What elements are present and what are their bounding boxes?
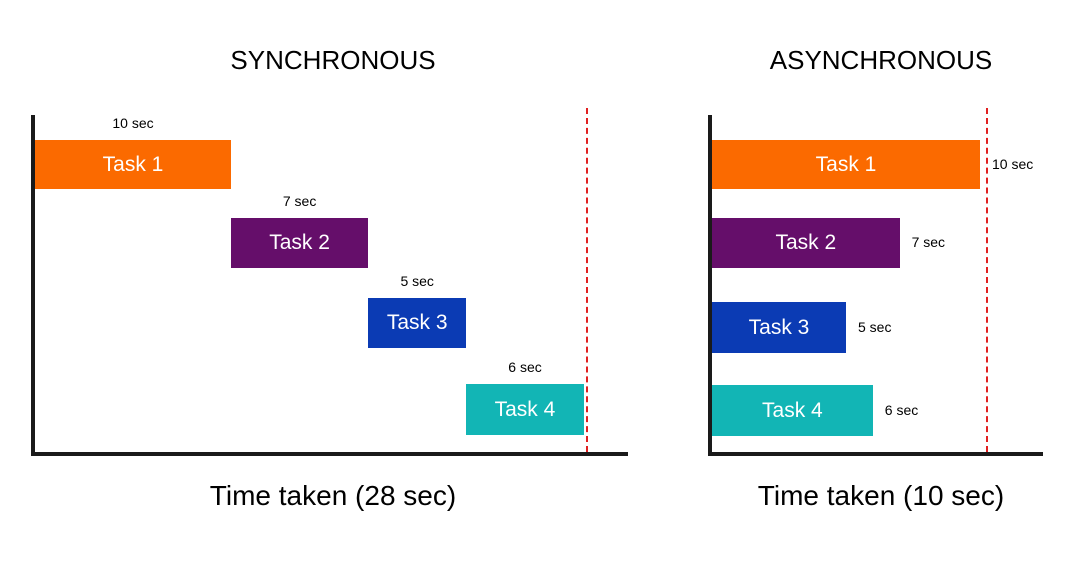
sync-task-bar-2: Task 2 — [231, 218, 369, 268]
sync-task-label-2: Task 2 — [269, 231, 330, 254]
async-task-bar-2: Task 2 — [712, 218, 900, 268]
sync-y-axis — [31, 115, 35, 456]
sync-task-bar-1: Task 1 — [35, 140, 231, 189]
async-duration-label-4: 6 sec — [884, 401, 919, 418]
sync-title: SYNCHRONOUS — [230, 45, 436, 75]
async-task-bar-1: Task 1 — [712, 140, 980, 189]
async-footer: Time taken (10 sec) — [757, 480, 1005, 511]
async-x-axis — [708, 452, 1043, 456]
async-task-bar-3: Task 3 — [712, 302, 846, 353]
async-task-label-1: Task 1 — [815, 152, 877, 176]
sync-duration-label-1: 10 sec — [112, 115, 154, 131]
sync-duration-label-3: 5 sec — [400, 273, 434, 289]
sync-task-bar-4: Task 4 — [466, 384, 584, 435]
async-task-label-3: Task 3 — [748, 315, 810, 339]
sync-x-axis — [31, 452, 628, 456]
async-task-label-2: Task 2 — [775, 231, 837, 254]
sync-task-label-1: Task 1 — [102, 152, 164, 176]
async-duration-label-3: 5 sec — [858, 318, 892, 335]
sync-duration-label-4: 6 sec — [508, 359, 542, 375]
async-deadline-line — [986, 108, 988, 452]
async-title: ASYNCHRONOUS — [769, 45, 993, 75]
sync-task-label-4: Task 4 — [494, 397, 556, 421]
async-task-label-4: Task 4 — [762, 398, 823, 422]
sync-duration-label-2: 7 sec — [282, 193, 317, 209]
sync-task-bar-3: Task 3 — [368, 298, 467, 348]
sync-task-label-3: Task 3 — [386, 311, 448, 334]
async-duration-label-1: 10 sec — [992, 155, 1034, 172]
sync-deadline-line — [586, 108, 588, 452]
async-task-bar-4: Task 4 — [712, 385, 873, 436]
sync-footer: Time taken (28 sec) — [209, 480, 457, 511]
async-y-axis — [708, 115, 712, 456]
async-duration-label-2: 7 sec — [911, 234, 946, 250]
